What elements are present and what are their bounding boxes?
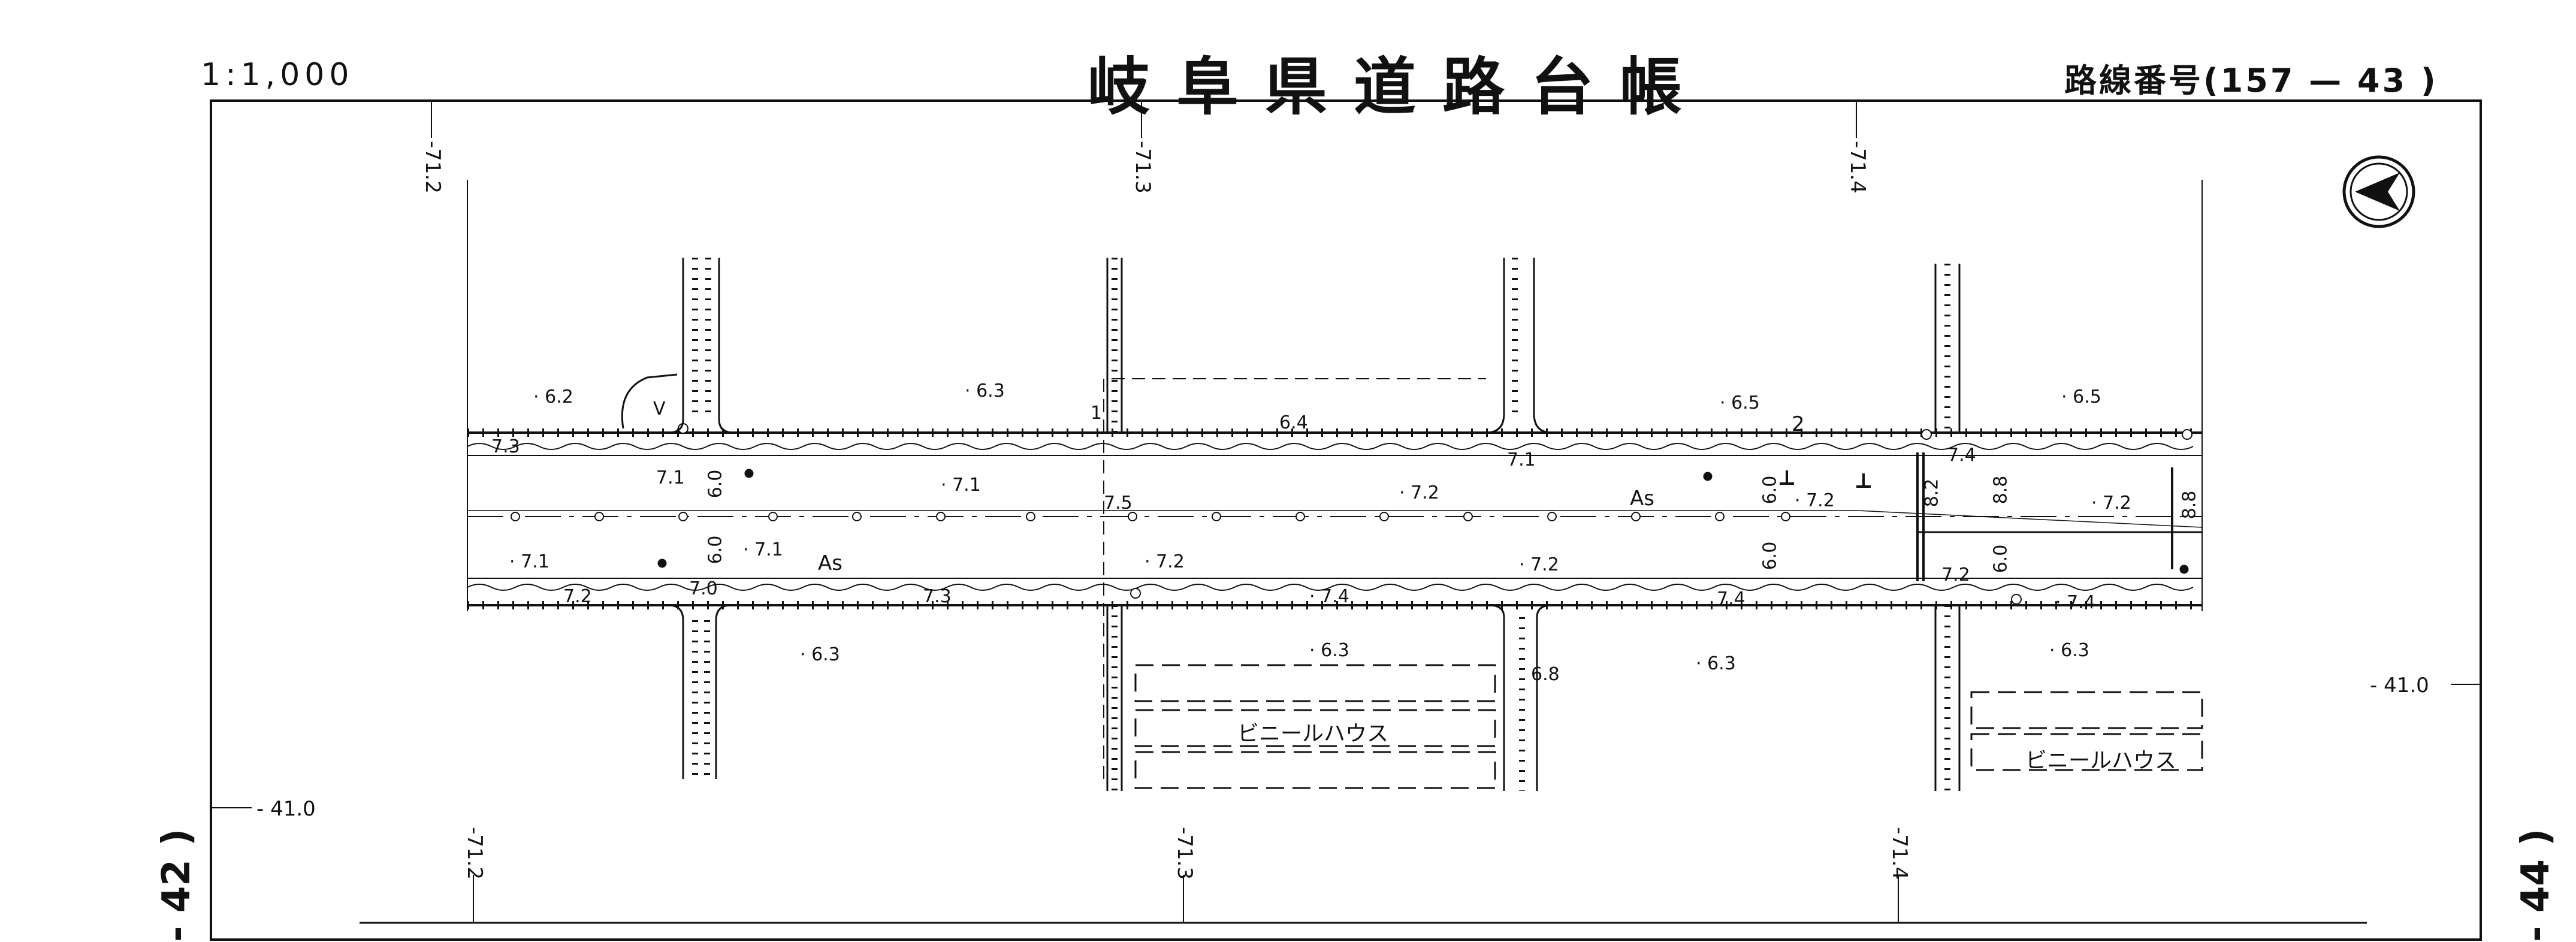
elevation-label: · 6.2 (533, 387, 573, 407)
grid-ref-x-top-2: -71.3 (1131, 141, 1155, 194)
surface-label: As (818, 551, 842, 575)
grid-ref-x-top-1: -71.2 (421, 141, 445, 194)
elevation-label: 7.3 (491, 436, 520, 457)
width-label: 6.0 (1759, 541, 1781, 570)
next-sheet-link[interactable]: - 44 ) (2514, 828, 2558, 942)
prev-sheet-link[interactable]: - 42 ) (155, 828, 199, 942)
grid-ref-x-top-3: -71.4 (1846, 141, 1870, 194)
elevation-label: 7.0 (689, 578, 718, 599)
scale-label: 1:1,000 (201, 57, 354, 93)
width-label: 8.8 (1990, 475, 2012, 505)
elevation-label: · 6.3 (1309, 640, 1349, 661)
slope-mark: V (653, 398, 666, 419)
map-frame (210, 99, 2482, 941)
elevation-label: 6.8 (1531, 664, 1560, 685)
elevation-label: 7.1 (656, 467, 685, 488)
surface-label: As (1630, 487, 1654, 511)
grid-ref-x-bottom-3: -71.4 (1888, 827, 1911, 880)
elevation-label: 6.4 (1279, 412, 1308, 433)
elevation-label: 7.1 (1507, 449, 1536, 470)
elevation-label: 7.2 (1941, 564, 1970, 585)
elevation-label: 7.4 (1947, 445, 1976, 466)
width-label: 8.8 (2179, 490, 2200, 520)
elevation-label: · 7.1 (743, 539, 783, 560)
elevation-label: · 7.2 (1399, 482, 1439, 503)
width-label: 6.0 (1990, 544, 2012, 573)
elevation-label: · 6.5 (2061, 387, 2101, 407)
pole-number: 1 (1091, 403, 1103, 424)
grid-ref-y-left: - 41.0 (256, 797, 316, 821)
elevation-label: 7.3 (923, 586, 952, 607)
width-label: 6.0 (705, 469, 726, 499)
width-label: 6.0 (1759, 475, 1781, 505)
width-label: 8.2 (1921, 478, 1943, 508)
grid-ref-x-bottom-1: -71.2 (463, 827, 487, 880)
page-title: 岐阜県道路台帳 (1088, 50, 1709, 123)
grid-ref-y-right: - 41.0 (2370, 674, 2429, 698)
elevation-label: · 6.3 (800, 644, 840, 665)
elevation-label: 7.4 (1717, 588, 1745, 609)
elevation-label: · 7.2 (1144, 551, 1185, 572)
greenhouse-label: ビニールハウス (1237, 721, 1389, 746)
north-arrow-icon (2342, 155, 2415, 228)
elevation-label: · 7.4 (1309, 586, 1349, 607)
elevation-label: · 7.2 (1519, 554, 1559, 575)
elevation-label: 7.5 (1104, 493, 1133, 514)
elevation-label: · 7.4 (2055, 592, 2095, 613)
elevation-label: · 6.5 (1720, 393, 1760, 413)
elevation-label: · 6.3 (2049, 640, 2089, 661)
elevation-label: · 7.1 (509, 551, 549, 572)
elevation-label: 7.2 (563, 586, 592, 607)
elevation-label: · 7.2 (1795, 490, 1835, 511)
grid-ref-x-bottom-2: -71.3 (1173, 827, 1197, 880)
elevation-label: · 6.3 (1696, 653, 1736, 674)
elevation-label: · 7.1 (941, 475, 981, 496)
elevation-label: · 6.3 (965, 381, 1005, 401)
greenhouse-label: ビニールハウス (2025, 748, 2177, 773)
width-label: 6.0 (705, 535, 726, 564)
elevation-label: · 7.2 (2091, 493, 2131, 514)
road-number-label: 2 (1792, 412, 1805, 436)
route-number-label: 路線番号(157 — 43 ) (2064, 62, 2438, 99)
